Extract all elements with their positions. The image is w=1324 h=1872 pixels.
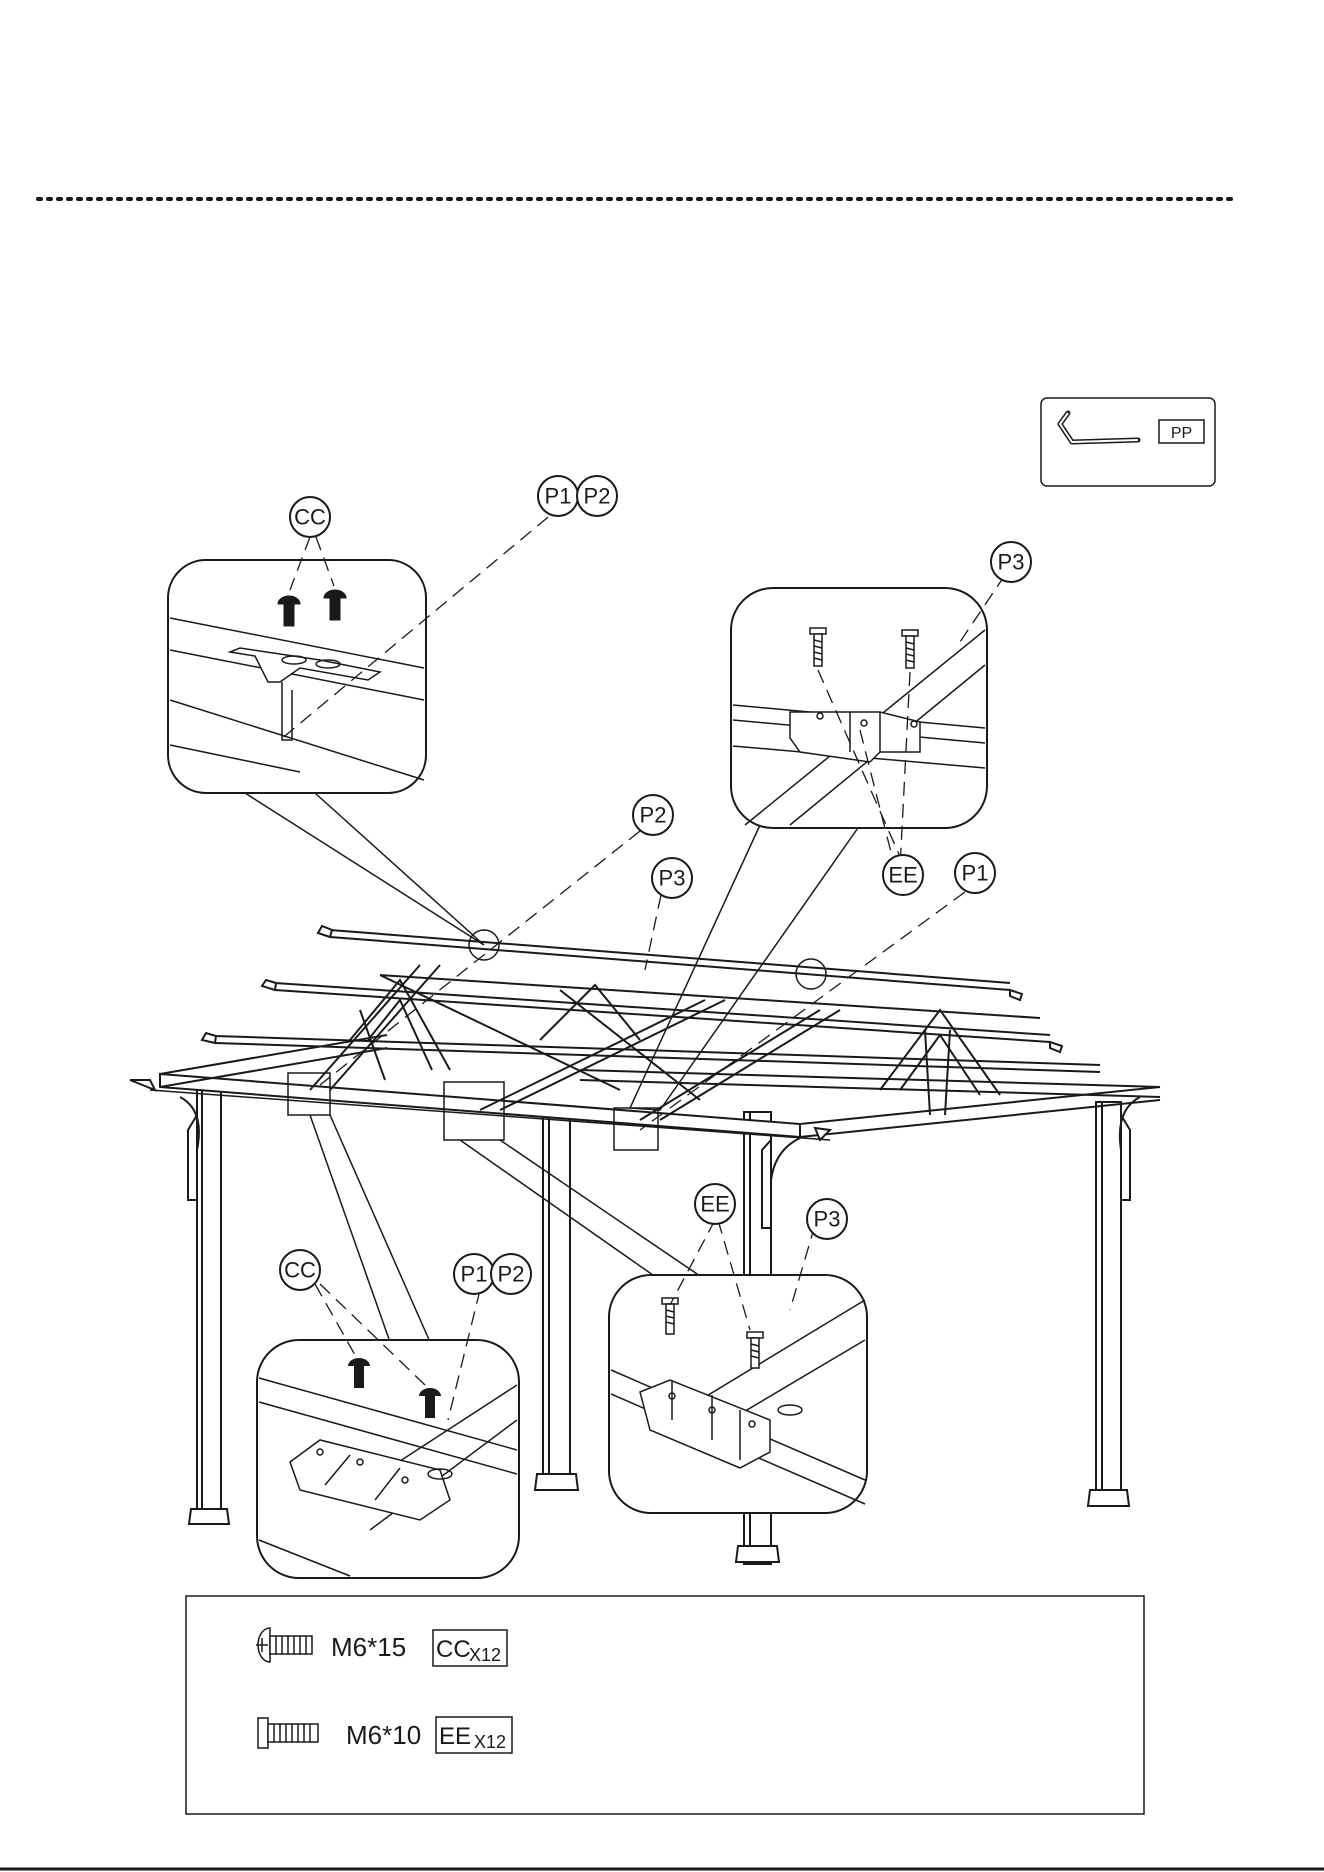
hardware-code-ee: EE xyxy=(439,1723,471,1750)
svg-text:P1: P1 xyxy=(461,1262,488,1287)
callout-cc-low: CC xyxy=(280,1250,320,1290)
svg-text:P3: P3 xyxy=(998,550,1025,575)
callout-ee-low: EE xyxy=(695,1184,735,1224)
svg-text:CC: CC xyxy=(294,505,326,530)
callout-p2-low: P2 xyxy=(491,1254,531,1294)
detail-bottom-left xyxy=(257,1115,519,1578)
tool-box: PP xyxy=(1041,398,1215,486)
mid-leaders xyxy=(320,831,965,1130)
svg-text:P3: P3 xyxy=(814,1207,841,1232)
hardware-qty-cc: X12 xyxy=(469,1645,501,1665)
svg-text:P2: P2 xyxy=(498,1262,525,1287)
svg-text:P3: P3 xyxy=(659,866,686,891)
callout-p1-low: P1 xyxy=(454,1254,494,1294)
hardware-code-cc: CC xyxy=(436,1636,471,1663)
detail-top-right xyxy=(630,575,1005,1110)
callout-cc-top: CC xyxy=(290,497,330,537)
callout-p1-top: P1 xyxy=(538,476,578,516)
back-left-post xyxy=(535,1110,578,1490)
callout-p2-mid: P2 xyxy=(633,795,673,835)
svg-text:EE: EE xyxy=(700,1192,729,1217)
hardware-size-cc: M6*15 xyxy=(331,1632,406,1662)
tool-code: PP xyxy=(1171,425,1192,442)
callout-ee-mid: EE xyxy=(883,855,923,895)
svg-text:P2: P2 xyxy=(640,803,667,828)
svg-text:EE: EE xyxy=(888,863,917,888)
detail-top-left xyxy=(168,503,565,945)
callout-p3-low: P3 xyxy=(807,1199,847,1239)
callout-p1-mid: P1 xyxy=(955,853,995,893)
svg-text:CC: CC xyxy=(284,1258,316,1283)
callout-p3-mid: P3 xyxy=(652,858,692,898)
svg-text:P1: P1 xyxy=(545,484,572,509)
svg-text:P2: P2 xyxy=(584,484,611,509)
hardware-size-ee: M6*10 xyxy=(346,1720,421,1750)
hardware-qty-ee: X12 xyxy=(474,1732,506,1752)
callout-p3-top: P3 xyxy=(991,542,1031,582)
hex-key-icon xyxy=(1060,413,1138,442)
detail-bottom-right xyxy=(460,1140,867,1513)
callout-p2-top: P2 xyxy=(577,476,617,516)
svg-text:P1: P1 xyxy=(962,861,989,886)
hardware-legend: M6*15 CC X12 M6*10 EE X12 xyxy=(186,1596,1144,1814)
